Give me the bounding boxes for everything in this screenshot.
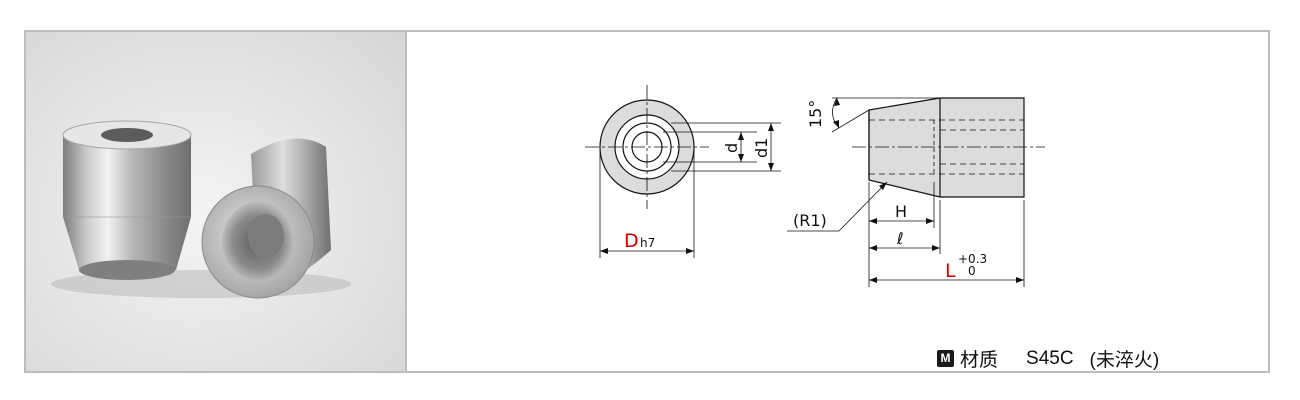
dim-d1-label: d1 <box>752 138 771 158</box>
dim-L-letter: L <box>945 260 956 282</box>
dim-l-label: ℓ <box>896 229 904 248</box>
material-treatment: (未淬火) <box>1089 350 1160 371</box>
dim-angle-label: 15° <box>806 100 825 128</box>
technical-drawing: 15° d d1 D h7 (R1) H ℓ L +0.3 0 <box>585 85 1045 287</box>
material-badge: M <box>937 350 954 367</box>
material-label: 材质 <box>960 350 999 371</box>
material-spec: M 材质 S45C (未淬火) <box>937 345 1159 372</box>
dim-L-tol-upper: +0.3 <box>958 252 987 266</box>
dim-D-letter: D <box>624 230 639 252</box>
product-photo <box>51 120 351 299</box>
dim-radius-label: (R1) <box>793 211 827 230</box>
dim-H-label: H <box>895 202 907 221</box>
technical-drawing-panel: 15° d d1 D h7 (R1) H ℓ L +0.3 0 <box>407 32 1268 371</box>
dim-L-tol-lower: 0 <box>968 264 976 278</box>
material-grade: S45C <box>1026 347 1074 369</box>
dim-d-label: d <box>722 143 741 153</box>
product-photo-panel <box>26 32 407 371</box>
dim-D-tolerance: h7 <box>640 236 655 250</box>
product-spec-frame: 15° d d1 D h7 (R1) H ℓ L +0.3 0 M 材质 S45… <box>24 30 1270 373</box>
